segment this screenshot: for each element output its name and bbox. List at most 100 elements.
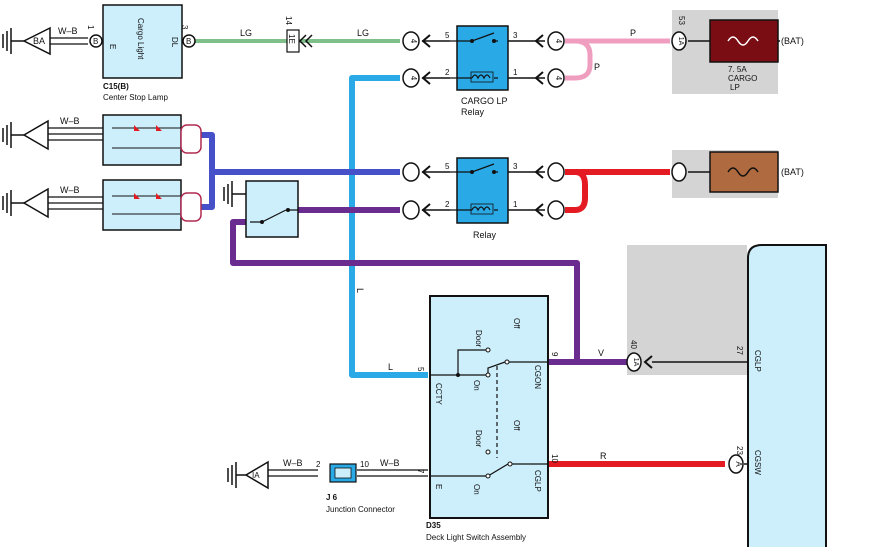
svg-text:Relay: Relay <box>473 230 497 240</box>
wire-label-wb-2: W–B <box>60 116 80 126</box>
svg-text:40: 40 <box>629 340 638 349</box>
svg-text:Door: Door <box>474 330 483 348</box>
door-switch <box>245 180 299 238</box>
ground-1 <box>2 119 49 151</box>
cargo-light: B B E DL Cargo Light 1 3 C15(B) Center S… <box>86 4 196 102</box>
svg-text:2: 2 <box>316 460 321 469</box>
svg-text:LP: LP <box>730 83 740 92</box>
stop-lamp-1 <box>102 114 202 166</box>
ground-switch <box>223 181 250 207</box>
svg-text:A: A <box>734 461 743 467</box>
svg-text:On: On <box>472 484 481 495</box>
wire-label-p-1: P <box>630 28 636 38</box>
svg-text:Cargo Light: Cargo Light <box>136 18 145 60</box>
svg-text:Door: Door <box>474 430 483 448</box>
svg-text:53: 53 <box>677 16 686 25</box>
svg-text:7: 7 <box>416 469 425 474</box>
svg-text:Deck Light Switch Assembly: Deck Light Switch Assembly <box>426 533 526 542</box>
svg-text:14: 14 <box>284 16 293 25</box>
wire-label-wb-3: W–B <box>60 185 80 195</box>
ground-ba: BA <box>2 26 51 56</box>
svg-text:4: 4 <box>409 76 418 81</box>
wire-p-loop <box>565 38 593 81</box>
wire-label-wb-1: W–B <box>58 26 78 36</box>
ecu-connector-area <box>627 245 747 375</box>
ecu-body: 40 27 CGLP 23 CGSW <box>629 244 827 547</box>
fuse-cargo-lp: 53 (BAT) 7. 5A CARGO LP <box>677 16 804 92</box>
junction-connector-j6: 2 10 J 6 Junction Connector <box>316 460 395 514</box>
svg-text:2: 2 <box>445 200 450 209</box>
svg-text:B: B <box>186 37 191 46</box>
svg-text:Relay: Relay <box>461 107 485 117</box>
cargo-light-desc: Center Stop Lamp <box>103 93 168 102</box>
fuse-2: (BAT) <box>709 151 804 193</box>
svg-text:On: On <box>472 380 481 391</box>
svg-text:CGLP: CGLP <box>753 350 762 372</box>
cargo-light-code: C15(B) <box>103 82 129 91</box>
svg-text:(BAT): (BAT) <box>781 36 804 46</box>
svg-text:9: 9 <box>550 352 559 357</box>
svg-text:4: 4 <box>554 76 563 81</box>
svg-text:B: B <box>93 37 98 46</box>
svg-text:10: 10 <box>550 454 559 463</box>
relay-2: 3 5 2 1 Relay <box>445 157 518 240</box>
svg-text:BA: BA <box>33 36 45 46</box>
svg-text:5: 5 <box>416 367 425 372</box>
wire-label-l-1: L <box>355 288 365 293</box>
svg-text:1: 1 <box>86 25 95 30</box>
cargo-lp-relay: 5 3 2 1 CARGO LP Relay <box>445 25 518 117</box>
svg-text:1: 1 <box>513 200 518 209</box>
ground-2 <box>2 187 49 219</box>
svg-text:27: 27 <box>735 346 744 355</box>
wire-label-wb-5: W–B <box>380 458 400 468</box>
deck-light-switch-assembly: 5 9 10 7 CCTY CGON CGLP E Door Off On Do… <box>416 295 559 542</box>
svg-text:J 6: J 6 <box>326 493 338 502</box>
wire-label-p-2: P <box>594 62 600 72</box>
svg-text:CARGO LP: CARGO LP <box>461 96 508 106</box>
svg-text:10: 10 <box>360 460 369 469</box>
svg-text:1A: 1A <box>632 358 639 367</box>
wire-navy-1 <box>187 132 400 175</box>
svg-text:CGSW: CGSW <box>753 450 762 475</box>
svg-text:1: 1 <box>513 68 518 77</box>
svg-text:2: 2 <box>445 68 450 77</box>
wire-red-loop <box>565 169 588 213</box>
svg-text:1A: 1A <box>677 37 684 46</box>
svg-text:IA: IA <box>252 471 260 480</box>
wire-label-l-2: L <box>388 362 393 372</box>
svg-text:D35: D35 <box>426 521 441 530</box>
svg-text:7. 5A: 7. 5A <box>728 65 747 74</box>
wire-label-v: V <box>598 348 604 358</box>
svg-text:DL: DL <box>170 37 179 48</box>
svg-text:5: 5 <box>445 162 450 171</box>
wire-label-r: R <box>600 451 607 461</box>
svg-text:5: 5 <box>445 31 450 40</box>
svg-text:CGLP: CGLP <box>533 470 542 492</box>
stop-lamp-2 <box>102 179 202 231</box>
svg-text:(BAT): (BAT) <box>781 167 804 177</box>
svg-text:Off: Off <box>512 420 521 431</box>
svg-text:CGON: CGON <box>533 365 542 389</box>
wire-l <box>349 75 428 378</box>
svg-text:3: 3 <box>513 162 518 171</box>
svg-text:3: 3 <box>513 31 518 40</box>
wire-purple-2 <box>230 219 580 362</box>
svg-text:CCTY: CCTY <box>434 383 443 405</box>
svg-text:Junction Connector: Junction Connector <box>326 505 395 514</box>
wire-label-lg-1: LG <box>240 28 252 38</box>
svg-text:4: 4 <box>554 39 563 44</box>
plug-connectors: 4 4 4 4 1A 1A A <box>402 31 744 474</box>
wire-label-lg-2: LG <box>357 28 369 38</box>
wire-label-wb-4: W–B <box>283 458 303 468</box>
svg-text:23: 23 <box>735 446 744 455</box>
connector-1e: 1E 14 <box>284 16 313 53</box>
svg-text:CARGO: CARGO <box>728 74 757 83</box>
svg-text:3: 3 <box>180 25 189 30</box>
svg-text:1E: 1E <box>287 34 296 44</box>
ground-ia: IA <box>227 460 269 490</box>
svg-text:Off: Off <box>512 318 521 329</box>
svg-text:4: 4 <box>409 39 418 44</box>
svg-text:E: E <box>434 484 443 489</box>
